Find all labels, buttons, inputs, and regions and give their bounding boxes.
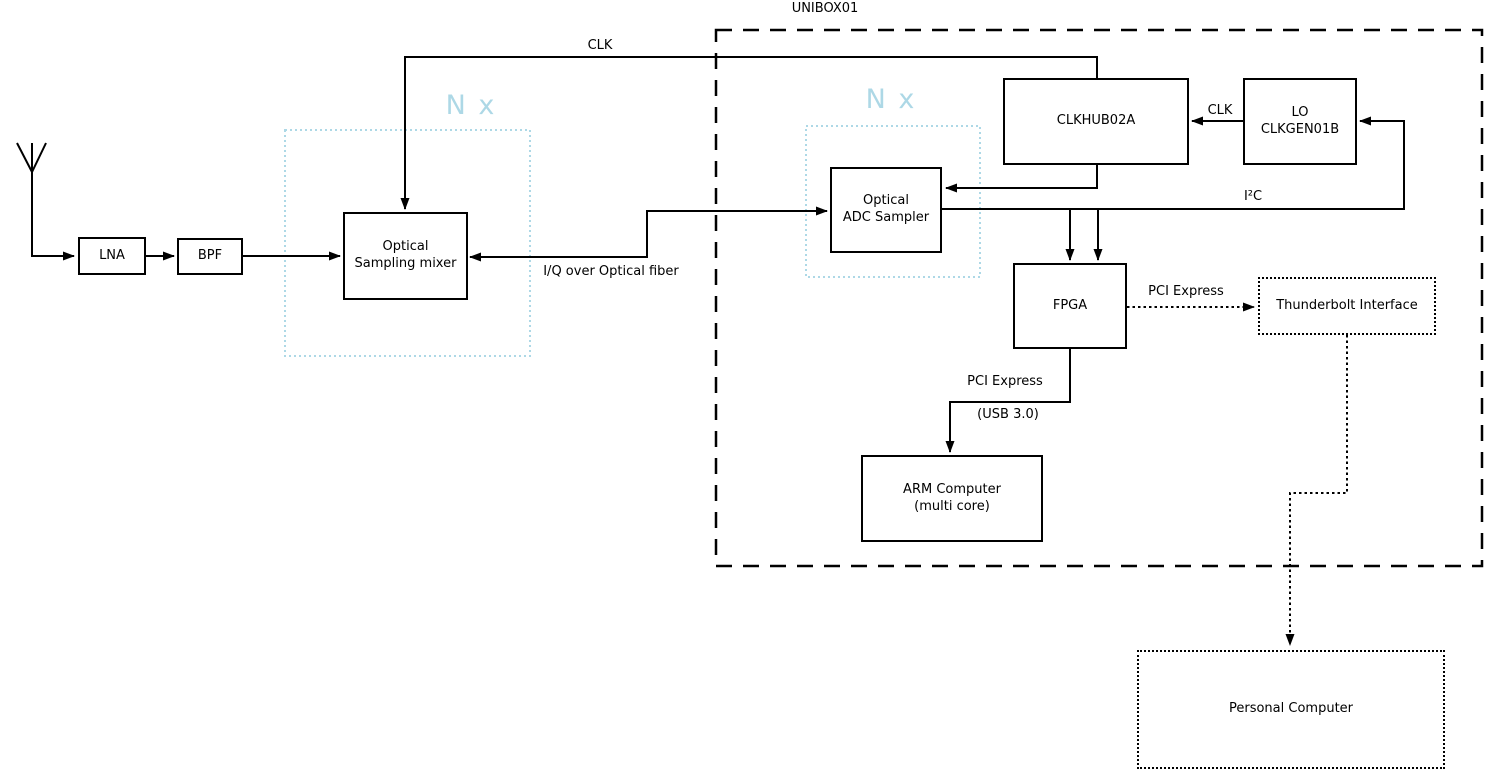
arm-computer-label: ARM Computer (multi core) [903, 481, 1001, 514]
clk-top-label: CLK [587, 38, 613, 53]
nx-multiplier-left: N x [445, 90, 497, 121]
wire-antenna-to-lna [31, 143, 75, 261]
lo-clkgen-block: LO CLKGEN01B [1243, 78, 1357, 165]
fpga-label: FPGA [1052, 297, 1088, 313]
thunderbolt-interface-label: Thunderbolt Interface [1276, 297, 1418, 313]
optical-adc-sampler-block: Optical ADC Sampler [830, 167, 942, 253]
wire-clk-to-mixer [400, 56, 1098, 210]
nx-multiplier-right: N x [865, 84, 917, 115]
thunderbolt-interface-block: Thunderbolt Interface [1258, 277, 1436, 335]
lo-clkgen-label: LO CLKGEN01B [1260, 104, 1340, 137]
wire-iq-fiber [469, 206, 828, 262]
bpf-label: BPF [197, 248, 223, 264]
i2c-label: I²C [1243, 189, 1263, 204]
optical-adc-sampler-label: Optical ADC Sampler [842, 193, 930, 225]
optical-sampling-mixer-label: Optical Sampling mixer [354, 239, 457, 271]
clk-lo-label: CLK [1207, 103, 1233, 118]
wire-fpga-to-arm [945, 349, 1071, 453]
usb-label: (USB 3.0) [977, 407, 1039, 422]
wire-clkhub-to-adc [945, 165, 1098, 193]
wire-thunderbolt-to-pc [1285, 335, 1348, 646]
iq-fiber-label: I/Q over Optical fiber [543, 264, 679, 279]
bpf-block: BPF [177, 238, 243, 275]
arm-computer-block: ARM Computer (multi core) [861, 455, 1043, 542]
unibox-enclosure [714, 28, 1484, 568]
personal-computer-label: Personal Computer [1228, 701, 1354, 717]
fpga-block: FPGA [1013, 263, 1127, 349]
clkhub-block: CLKHUB02A [1003, 78, 1189, 165]
clkhub-label: CLKHUB02A [1056, 113, 1136, 129]
nx-enclosure-right [805, 125, 981, 278]
unibox-title: UNIBOX01 [791, 1, 859, 16]
pci-express-right-label: PCI Express [1148, 284, 1224, 299]
lna-block: LNA [78, 237, 146, 275]
lna-label: LNA [99, 247, 125, 263]
pci-express-bottom-label: PCI Express [967, 374, 1043, 389]
optical-sampling-mixer-block: Optical Sampling mixer [343, 212, 468, 300]
wire-i2c-trunk [942, 116, 1405, 210]
personal-computer-block: Personal Computer [1137, 650, 1445, 769]
